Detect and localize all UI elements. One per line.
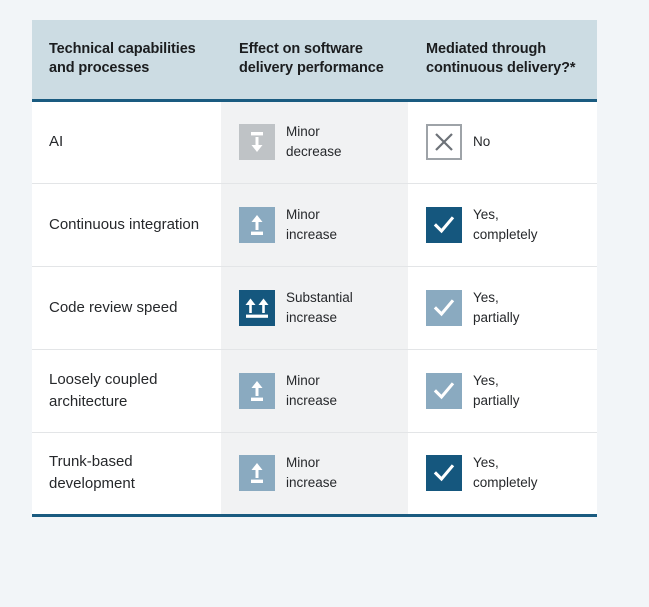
- column-header-mediated: Mediated through continuous delivery?*: [408, 20, 597, 102]
- mediated-label: No: [473, 134, 491, 150]
- arrow-down-decrease-icon: [239, 124, 275, 161]
- table-row: AI Minor decrease No: [32, 100, 597, 184]
- comparison-table-wrapper: Technical capabilities and processes Eff…: [32, 20, 597, 517]
- mediated-cell-content: Yes, partially: [426, 288, 581, 328]
- cell-effect: Minor increase: [221, 183, 408, 267]
- cell-effect: Minor increase: [221, 432, 408, 517]
- effect-label: Substantial increase: [286, 289, 353, 325]
- table-row: Trunk-based development Minor increase Yes…: [32, 432, 597, 517]
- effect-cell-content: Minor increase: [239, 205, 392, 245]
- cell-mediated: Yes, partially: [408, 349, 597, 433]
- mediated-label: Yes, partially: [473, 289, 520, 325]
- arrow-up-increase-icon: [239, 206, 275, 243]
- mediated-label: Yes, partially: [473, 372, 520, 408]
- cell-capability: Code review speed: [32, 266, 221, 350]
- effect-label: Minor increase: [286, 372, 338, 408]
- double-arrow-up-increase-icon: [239, 289, 275, 326]
- cell-capability: Continuous integration: [32, 183, 221, 267]
- technical-capabilities-table: Technical capabilities and processes Eff…: [32, 20, 597, 517]
- effect-label: Minor increase: [286, 455, 338, 491]
- mediated-label: Yes, completely: [473, 206, 538, 242]
- check-icon: [426, 372, 462, 409]
- cell-effect: Minor decrease: [221, 100, 408, 184]
- mediated-cell-content: Yes, completely: [426, 205, 581, 245]
- check-icon: [426, 289, 462, 326]
- check-icon: [426, 206, 462, 243]
- mediated-cell-content: Yes, partially: [426, 371, 581, 411]
- check-icon: [426, 455, 462, 492]
- table-row: Continuous integration Minor increase Yes,…: [32, 183, 597, 267]
- effect-label: Minor increase: [286, 206, 338, 242]
- cell-capability: Loosely coupled architecture: [32, 349, 221, 433]
- effect-label: Minor decrease: [286, 124, 342, 160]
- cell-mediated: Yes, partially: [408, 266, 597, 350]
- cell-capability: Trunk-based development: [32, 432, 221, 517]
- column-header-capabilities: Technical capabilities and processes: [32, 20, 221, 102]
- effect-cell-content: Minor increase: [239, 371, 392, 411]
- cell-mediated: No: [408, 100, 597, 184]
- cross-icon: [426, 124, 462, 161]
- table-header-row: Technical capabilities and processes Eff…: [32, 20, 597, 102]
- column-header-effect: Effect on software delivery performance: [221, 20, 408, 102]
- cell-mediated: Yes, completely: [408, 432, 597, 517]
- table-row: Code review speed Substantial increase Yes…: [32, 266, 597, 350]
- mediated-cell-content: Yes, completely: [426, 453, 581, 493]
- cell-effect: Minor increase: [221, 349, 408, 433]
- mediated-cell-content: No: [426, 124, 581, 161]
- arrow-up-increase-icon: [239, 455, 275, 492]
- mediated-label: Yes, completely: [473, 455, 538, 491]
- effect-cell-content: Minor decrease: [239, 122, 392, 162]
- effect-cell-content: Substantial increase: [239, 288, 392, 328]
- arrow-up-increase-icon: [239, 372, 275, 409]
- effect-cell-content: Minor increase: [239, 453, 392, 493]
- table-row: Loosely coupled architecture Minor increa…: [32, 349, 597, 433]
- cell-effect: Substantial increase: [221, 266, 408, 350]
- cell-capability: AI: [32, 100, 221, 184]
- table-header: Technical capabilities and processes Eff…: [32, 20, 597, 102]
- cell-mediated: Yes, completely: [408, 183, 597, 267]
